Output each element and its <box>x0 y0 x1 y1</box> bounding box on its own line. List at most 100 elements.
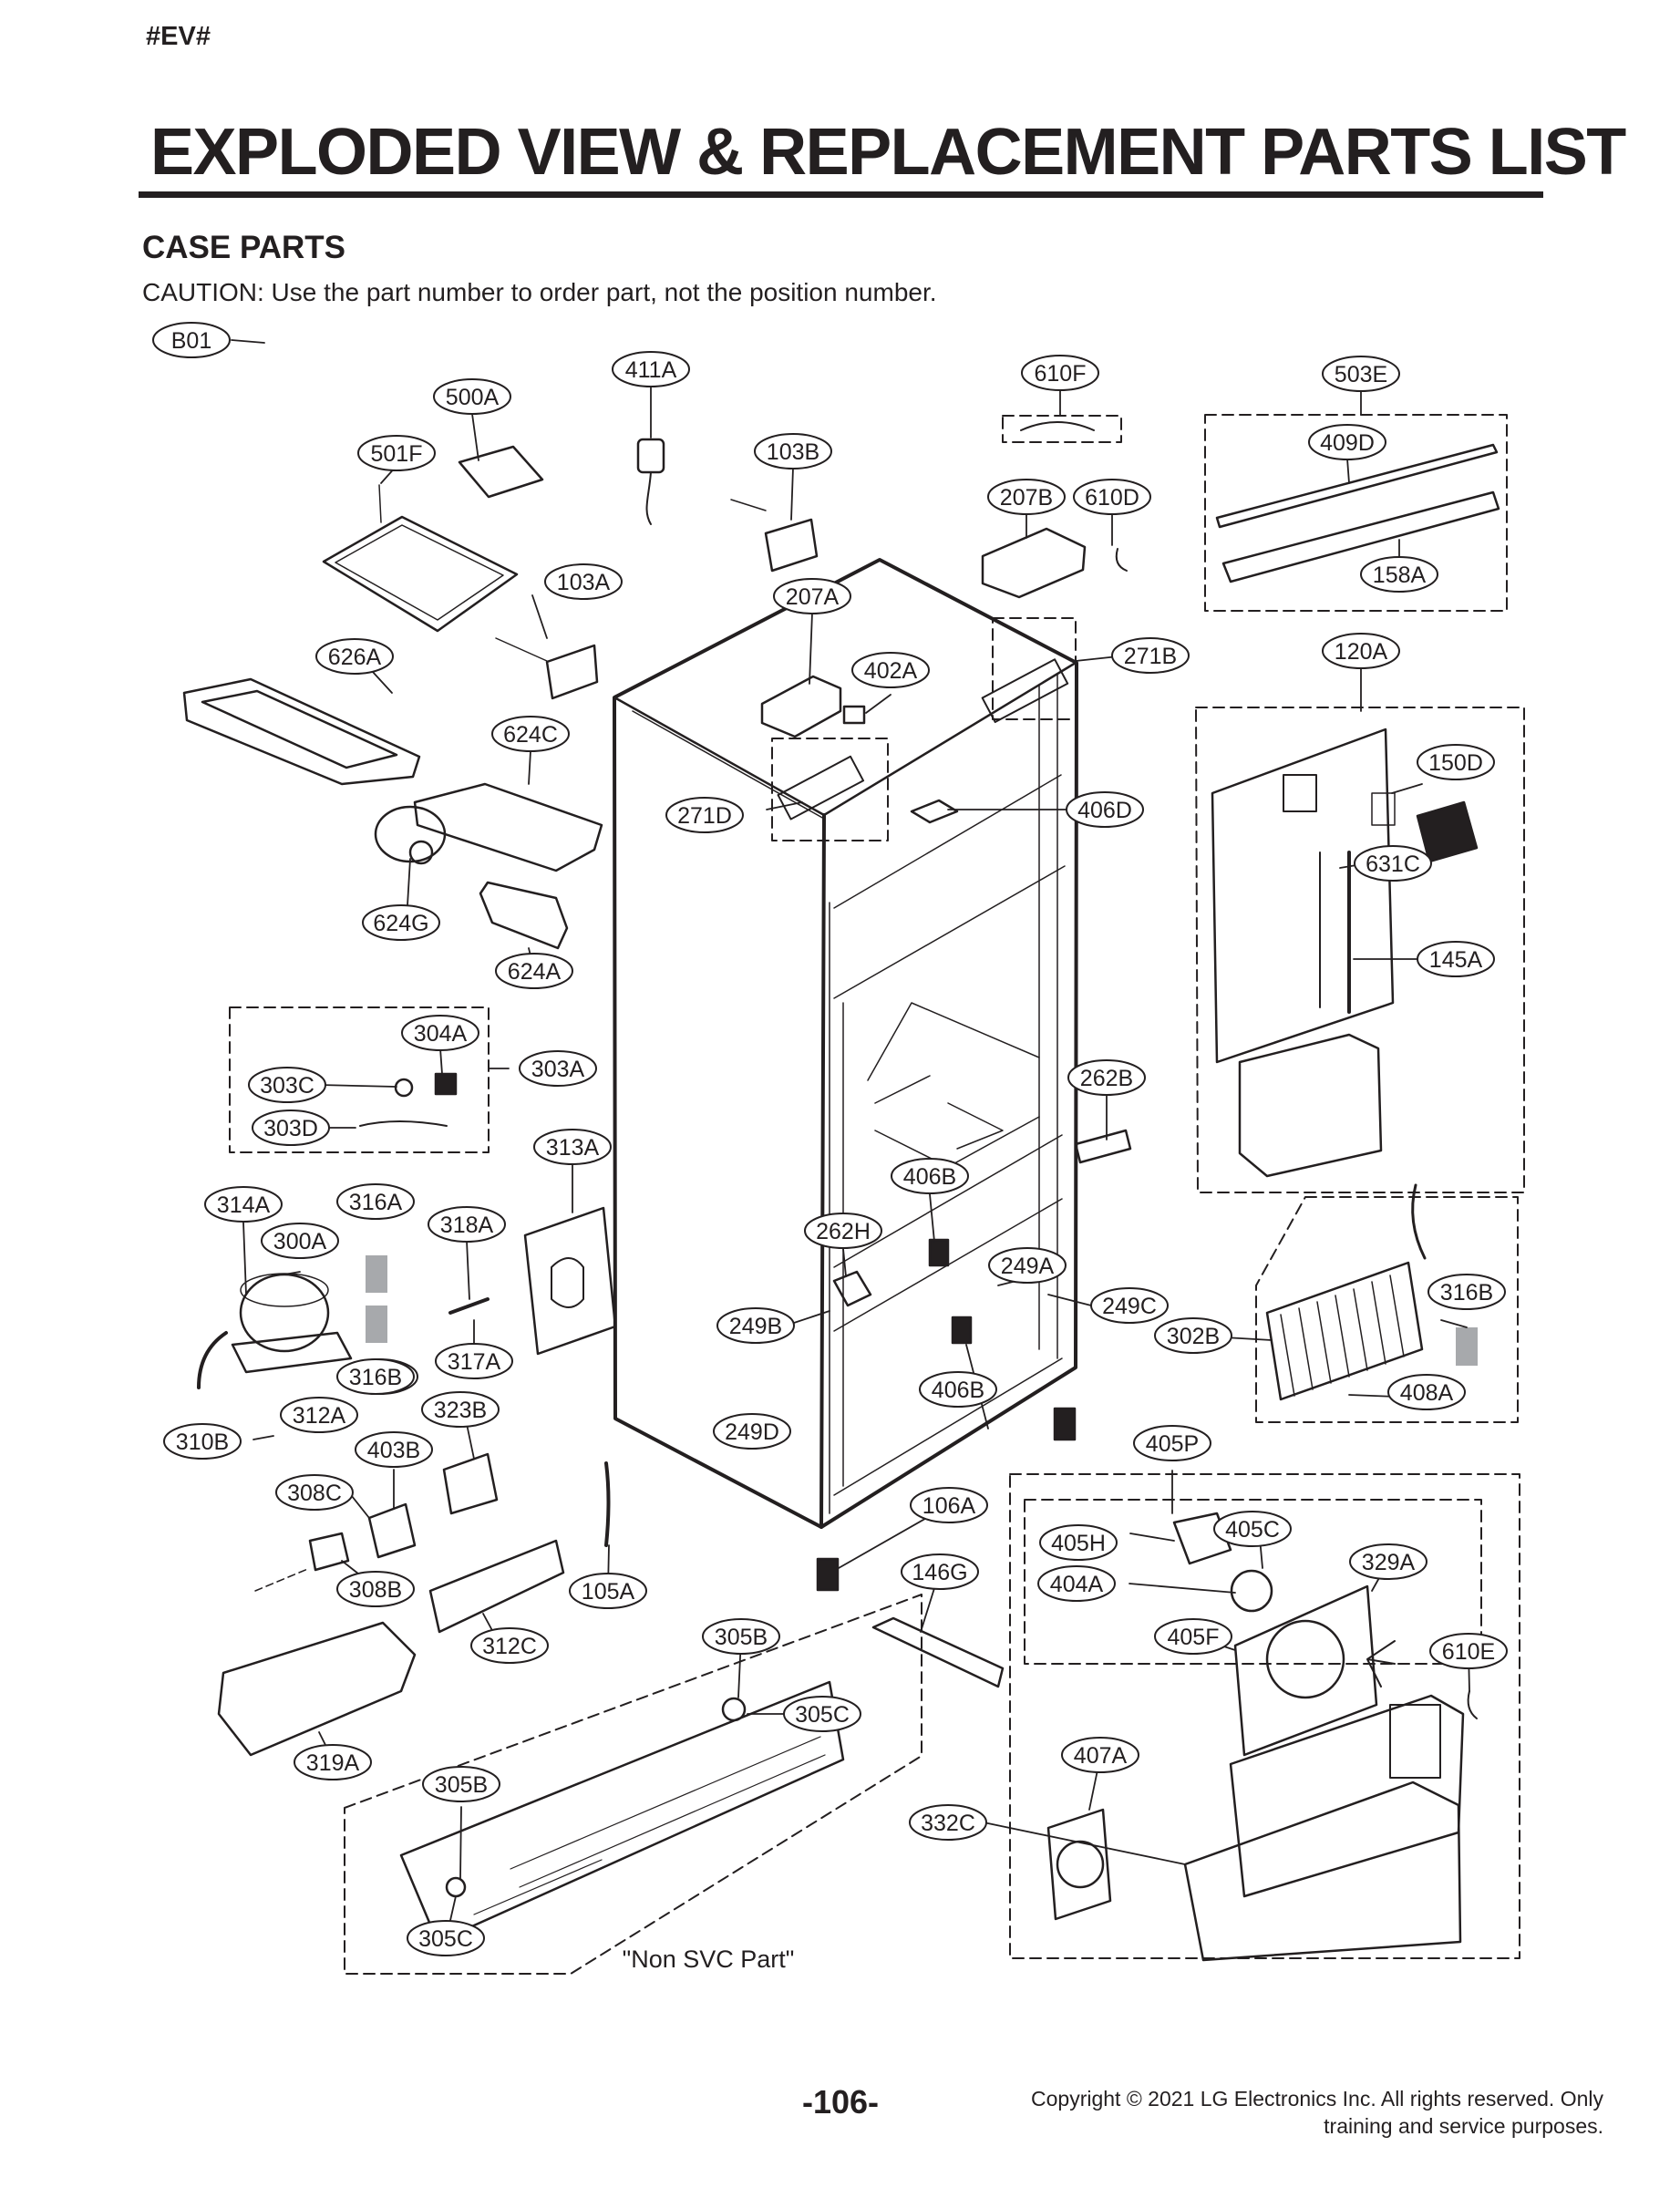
copyright-line-2: training and service purposes. <box>1324 2114 1603 2138</box>
callout-bubble <box>1349 1543 1427 1580</box>
callout-bubble <box>407 1920 485 1956</box>
callout-bubble <box>804 1213 882 1249</box>
callout-262b: 262B <box>1067 1059 1146 1096</box>
callout-text: 271B <box>1124 644 1177 669</box>
callout-text: 403B <box>367 1438 420 1463</box>
callout-text: 405H <box>1051 1531 1106 1556</box>
callout-text: 316A <box>349 1190 403 1215</box>
callout-bubble <box>1322 356 1400 392</box>
callout-text: 313A <box>546 1135 600 1161</box>
callout-text: 503E <box>1335 362 1387 387</box>
callout-text: 249A <box>1001 1254 1055 1279</box>
callout-text: 207A <box>786 584 840 610</box>
callout-text: 626A <box>328 645 382 670</box>
callout-305c: 305C <box>783 1696 861 1732</box>
callout-bubble <box>1387 1374 1466 1410</box>
callout-158a: 158A <box>1360 556 1438 593</box>
copyright-notice: Copyright © 2021 LG Electronics Inc. All… <box>929 2085 1603 2140</box>
callout-bubble <box>435 1343 513 1379</box>
callout-405c: 405C <box>1213 1511 1292 1547</box>
callout-text: 624A <box>508 959 562 985</box>
callout-bubble <box>1417 941 1495 977</box>
callout-bubble <box>355 1431 433 1468</box>
callout-305b: 305B <box>422 1766 500 1802</box>
callout-405p: 405P <box>1133 1425 1211 1461</box>
callout-text: 408A <box>1400 1380 1454 1406</box>
callout-610f: 610F <box>1021 355 1099 391</box>
callout-329a: 329A <box>1349 1543 1427 1580</box>
callout-text: 303D <box>263 1116 318 1141</box>
callout-text: 262H <box>816 1219 871 1244</box>
callout-405h: 405H <box>1039 1524 1118 1561</box>
callout-bubble <box>910 1487 988 1523</box>
callout-text: 150D <box>1428 750 1483 776</box>
callout-249d: 249D <box>713 1413 791 1450</box>
title-underline <box>139 191 1543 198</box>
callout-bubble <box>275 1474 354 1511</box>
callout-text: 312C <box>482 1634 537 1659</box>
caution-note: CAUTION: Use the part number to order pa… <box>142 278 937 306</box>
callout-501f: 501F <box>357 435 436 471</box>
callout-bubble <box>1360 556 1438 593</box>
document-code: #EV# <box>146 22 211 51</box>
callout-bubble <box>1021 355 1099 391</box>
callout-text: 631C <box>1366 851 1420 877</box>
callout-bubble <box>336 1571 415 1607</box>
callout-304a: 304A <box>401 1015 479 1051</box>
callout-316b: 316B <box>1427 1274 1506 1310</box>
callout-text: 249C <box>1102 1294 1157 1319</box>
callout-text: 406B <box>932 1378 984 1403</box>
callout-631c: 631C <box>1354 845 1432 882</box>
callout-text: 305B <box>435 1772 488 1798</box>
callout-text: 405P <box>1146 1431 1199 1457</box>
callout-bubble <box>919 1371 997 1408</box>
part-silhouettes <box>182 421 1500 1962</box>
leader-lines <box>231 339 1470 1937</box>
callout-249c: 249C <box>1090 1287 1169 1324</box>
callout-bubble <box>421 1391 500 1428</box>
callout-624g: 624G <box>362 904 440 941</box>
refrigerator-cabinet <box>613 558 1078 1529</box>
callout-406b: 406B <box>919 1371 997 1408</box>
callout-bubble <box>470 1627 549 1664</box>
callout-bubble <box>422 1766 500 1802</box>
callout-bubble <box>1111 637 1190 674</box>
callout-bubble <box>1322 633 1400 669</box>
callout-text: 304A <box>414 1021 468 1047</box>
callout-text: 624C <box>503 722 558 748</box>
callout-103a: 103A <box>544 563 623 600</box>
callout-text: 312A <box>293 1403 346 1429</box>
callout-271b: 271B <box>1111 637 1190 674</box>
callout-145a: 145A <box>1417 941 1495 977</box>
callout-407a: 407A <box>1061 1737 1139 1773</box>
callout-308b: 308B <box>336 1571 415 1607</box>
callout-text: 610F <box>1035 361 1087 387</box>
callout-text: 305B <box>715 1625 768 1650</box>
callout-323b: 323B <box>421 1391 500 1428</box>
callout-text: 308B <box>349 1577 402 1603</box>
callout-bubble <box>1039 1524 1118 1561</box>
callout-626a: 626A <box>315 638 394 675</box>
callout-249b: 249B <box>716 1307 795 1344</box>
callout-bubble <box>702 1618 780 1655</box>
callout-bubble <box>1061 1737 1139 1773</box>
callout-text: 316B <box>1440 1280 1493 1306</box>
callout-bubble <box>773 578 851 614</box>
callout-408a: 408A <box>1387 1374 1466 1410</box>
callout-text: 317A <box>448 1349 501 1375</box>
callout-text: 406D <box>1077 798 1132 823</box>
callout-332c: 332C <box>909 1804 987 1841</box>
callout-text: 310B <box>176 1429 229 1455</box>
callout-bubble <box>152 322 231 358</box>
callout-207a: 207A <box>773 578 851 614</box>
callout-text: 300A <box>273 1229 327 1254</box>
callout-303a: 303A <box>519 1050 597 1087</box>
callout-bubble <box>544 563 623 600</box>
callout-text: 405F <box>1168 1625 1220 1650</box>
callout-bubble <box>1133 1425 1211 1461</box>
callout-bubble <box>336 1358 415 1395</box>
callout-bubble <box>362 904 440 941</box>
callout-316a: 316A <box>336 1183 415 1220</box>
callout-bubble <box>280 1397 358 1433</box>
